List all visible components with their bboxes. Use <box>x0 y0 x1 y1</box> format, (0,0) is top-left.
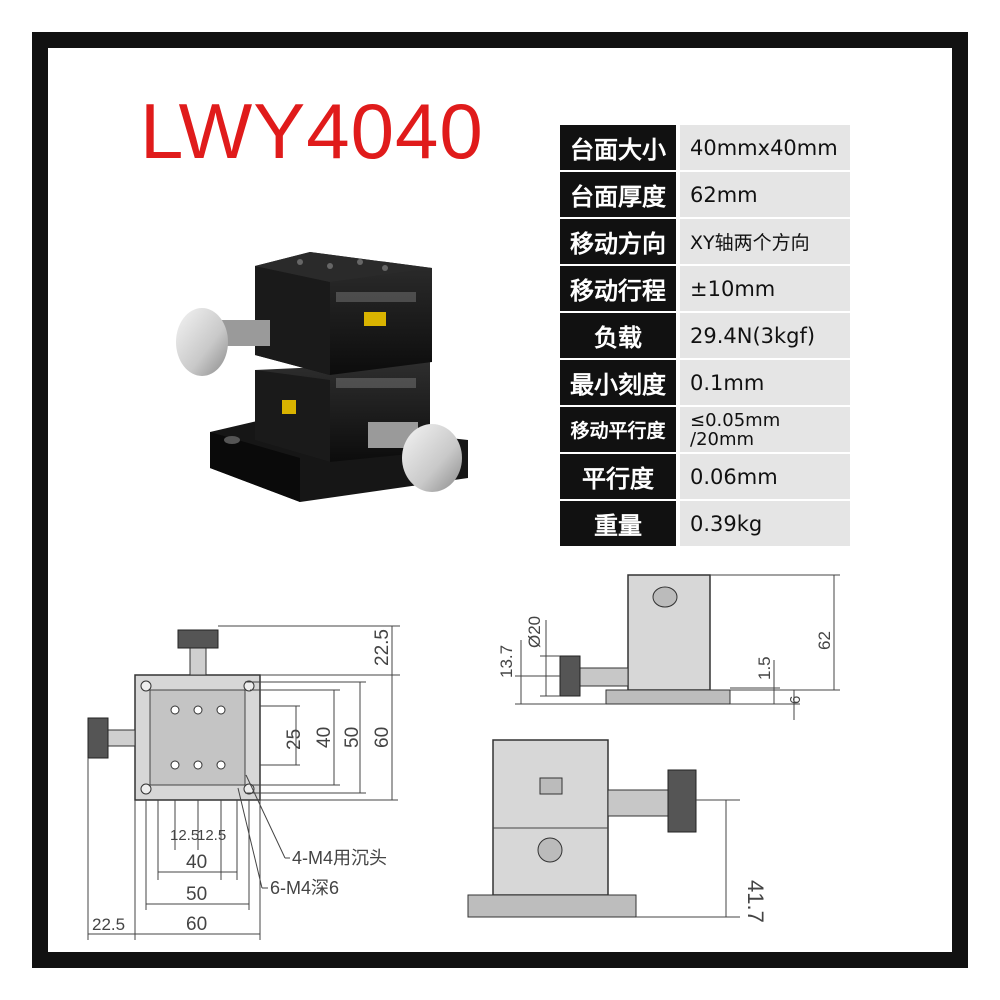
dim-label: 41.7 <box>743 880 768 923</box>
dim-label: 1.5 <box>755 656 774 680</box>
dim-label: 62 <box>815 631 834 650</box>
spec-value: XY轴两个方向 <box>680 219 850 264</box>
dim-label: 12.5 <box>197 827 226 844</box>
spec-row: 台面厚度 62mm <box>560 172 850 217</box>
spec-row: 重量 0.39kg <box>560 501 850 546</box>
dim-label: 40 <box>314 727 335 748</box>
dim-label: 25 <box>284 729 305 750</box>
front-view-body <box>492 739 609 896</box>
spec-label: 平行度 <box>560 454 676 499</box>
spec-value: 29.4N(3kgf) <box>680 313 850 358</box>
spec-value: ±10mm <box>680 266 850 311</box>
spec-row: 移动平行度 ≤0.05mm /20mm <box>560 407 850 452</box>
spec-row: 台面大小 40mmx40mm <box>560 125 850 170</box>
dim-label: 13.7 <box>497 645 516 678</box>
spec-label: 台面大小 <box>560 125 676 170</box>
dim-label: 12.5 <box>170 827 199 844</box>
spec-value: 0.1mm <box>680 360 850 405</box>
dim-label: Ø20 <box>525 616 544 648</box>
spec-row: 最小刻度 0.1mm <box>560 360 850 405</box>
spec-row: 移动行程 ±10mm <box>560 266 850 311</box>
spec-label: 台面厚度 <box>560 172 676 217</box>
spec-label: 移动行程 <box>560 266 676 311</box>
spec-value: 0.39kg <box>680 501 850 546</box>
dim-label: 40 <box>186 852 207 873</box>
spec-label: 移动平行度 <box>560 407 676 452</box>
dim-label: 50 <box>186 884 207 905</box>
dim-label: 6 <box>787 696 804 704</box>
dim-label: 60 <box>186 914 207 935</box>
spec-table: 台面大小 40mmx40mm 台面厚度 62mm 移动方向 XY轴两个方向 移动… <box>560 125 850 548</box>
spec-row: 负载 29.4N(3kgf) <box>560 313 850 358</box>
spec-value-line: ≤0.05mm <box>690 409 781 431</box>
spec-row: 移动方向 XY轴两个方向 <box>560 219 850 264</box>
spec-value-line: /20mm <box>690 428 755 450</box>
note-label: 4-M4用沉头 <box>292 848 387 868</box>
spec-label: 负载 <box>560 313 676 358</box>
spec-row: 平行度 0.06mm <box>560 454 850 499</box>
dim-label: 60 <box>372 727 393 748</box>
spec-label: 最小刻度 <box>560 360 676 405</box>
spec-value: 0.06mm <box>680 454 850 499</box>
product-title: LWY4040 <box>140 87 484 175</box>
dim-label: 22.5 <box>372 629 393 666</box>
spec-label: 移动方向 <box>560 219 676 264</box>
spec-value: 62mm <box>680 172 850 217</box>
spec-label: 重量 <box>560 501 676 546</box>
spec-value: 40mmx40mm <box>680 125 850 170</box>
spec-value: ≤0.05mm /20mm <box>680 407 850 452</box>
dim-label: 50 <box>342 727 363 748</box>
note-label: 6-M4深6 <box>270 878 339 898</box>
dim-label: 22.5 <box>92 915 125 934</box>
